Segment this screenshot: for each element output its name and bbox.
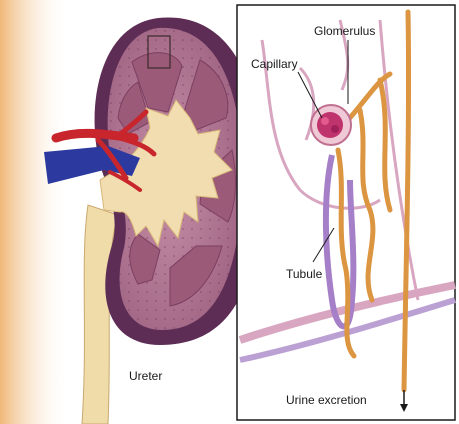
tubule-label: Tubule xyxy=(286,267,322,281)
urine-excretion-label: Urine excretion xyxy=(286,393,367,407)
background-fade xyxy=(0,0,70,424)
capillary-label: Capillary xyxy=(251,57,298,71)
glomerulus-detail xyxy=(321,117,329,125)
ureter-label: Ureter xyxy=(129,369,162,383)
glomerulus-detail xyxy=(331,125,339,133)
glomerulus-label: Glomerulus xyxy=(314,24,375,38)
